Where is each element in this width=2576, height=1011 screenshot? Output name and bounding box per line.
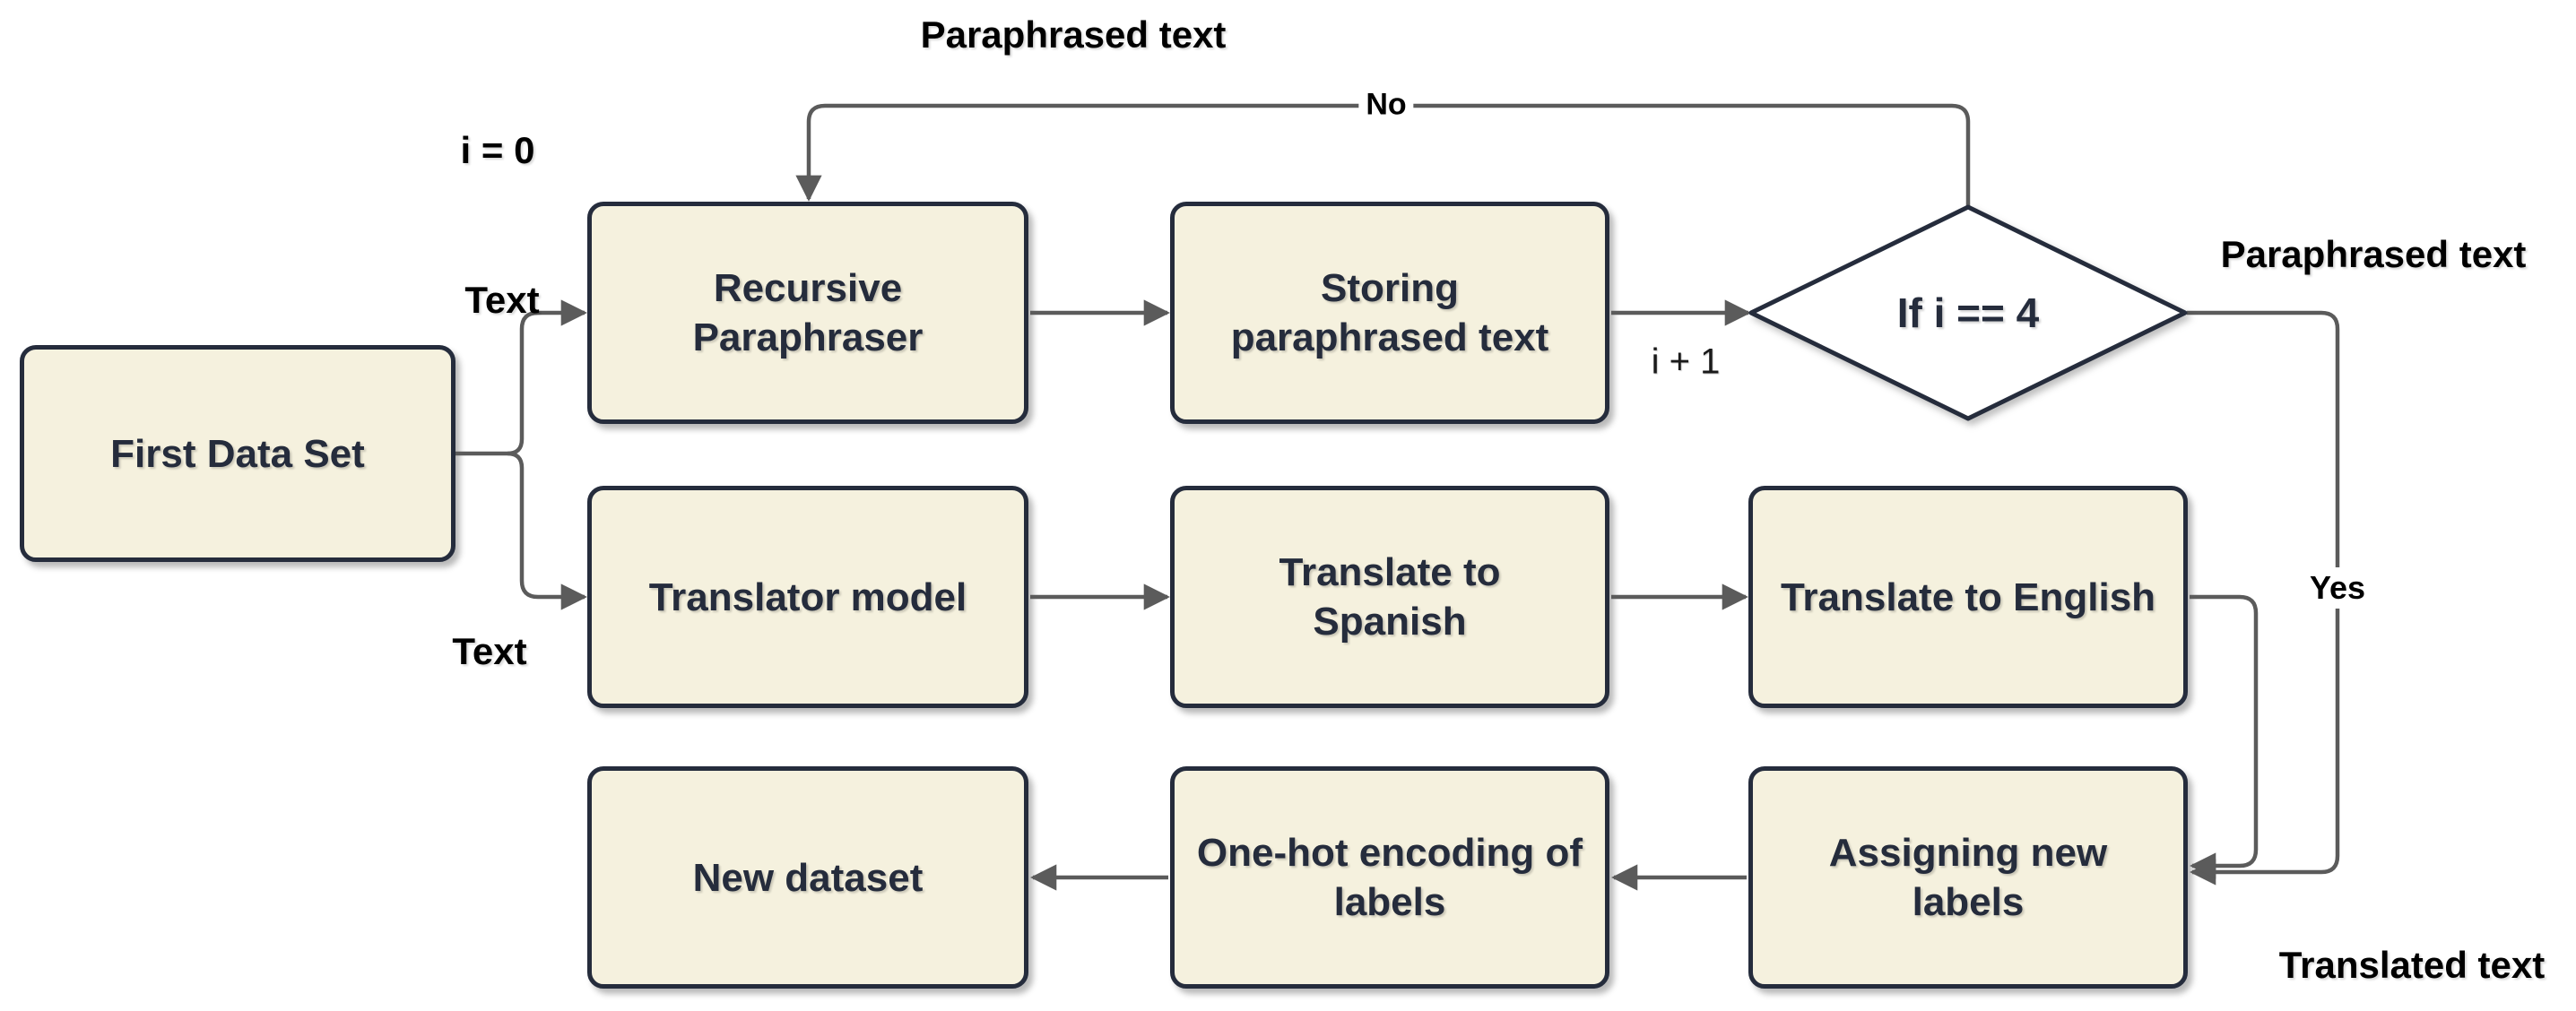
edge-label-no: No	[1358, 85, 1414, 125]
node-label: Translate to English	[1780, 575, 2156, 619]
decision-label: If i == 4	[1896, 289, 2040, 336]
node-translate-to-english: Translate to English	[1748, 486, 2188, 708]
node-first-data-set: First Data Set	[20, 345, 455, 562]
edge-fds-to-translator-model	[507, 451, 587, 610]
node-translate-to-spanish: Translate to Spanish	[1170, 486, 1609, 708]
node-recursive-paraphraser: Recursive Paraphraser	[587, 202, 1028, 424]
annotation-i-equals-0: i = 0	[460, 129, 535, 171]
annotation-text-bottom: Text	[452, 630, 527, 672]
edge-english-to-assigning	[2190, 594, 2259, 879]
node-label: Translate to Spanish	[1279, 550, 1501, 644]
node-label: Translator model	[648, 575, 967, 619]
node-assigning-new-labels: Assigning new labels	[1748, 766, 2188, 989]
annotation-translated-text: Translated text	[2278, 944, 2546, 986]
node-new-dataset: New dataset	[587, 766, 1028, 989]
edge-fds-to-recursive-paraphraser	[507, 299, 587, 456]
annotation-paraphrased-text-top: Paraphrased text	[920, 13, 1227, 56]
edge-label-i-plus-1: i + 1	[1651, 341, 1721, 382]
annotation-text-top: Text	[464, 279, 540, 321]
node-label: Assigning new labels	[1828, 831, 2108, 924]
edge-label-yes: Yes	[2303, 567, 2372, 609]
node-label: Storing paraphrased text	[1230, 266, 1549, 359]
node-label: New dataset	[692, 855, 924, 900]
node-label: Recursive Paraphraser	[692, 266, 924, 359]
node-label: One-hot encoding of labels	[1196, 831, 1583, 924]
node-label: First Data Set	[110, 431, 365, 476]
node-storing-paraphrased-text: Storing paraphrased text	[1170, 202, 1609, 424]
node-translator-model: Translator model	[587, 486, 1028, 708]
node-one-hot-encoding: One-hot encoding of labels	[1170, 766, 1609, 989]
annotation-paraphrased-text-right: Paraphrased text	[2220, 233, 2527, 275]
